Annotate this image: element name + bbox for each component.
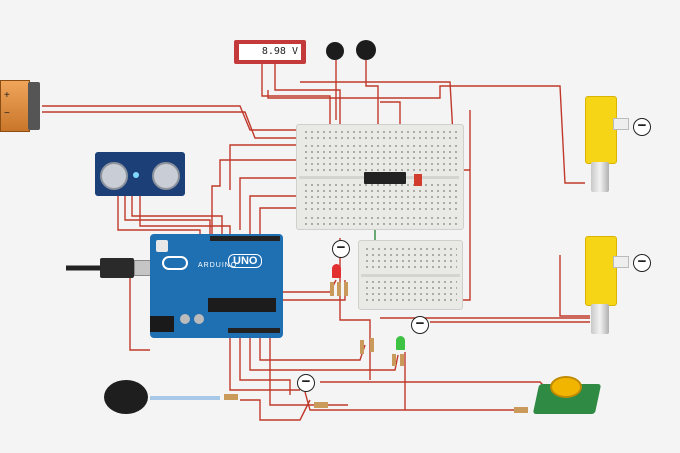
wire-bottom-2 <box>239 338 291 395</box>
force-sensor <box>104 380 148 414</box>
resistor-8 <box>224 394 238 400</box>
push-button-cap <box>550 376 582 398</box>
resistor-2 <box>337 282 341 296</box>
resistor-red <box>414 174 422 186</box>
wire-bottom-5 <box>269 338 348 406</box>
wire-bottom-3 <box>249 338 399 371</box>
wire-button-2 <box>304 391 520 411</box>
voltmeter-reading: 8.98 V <box>239 44 301 60</box>
wire-force-sensor <box>240 399 311 421</box>
battery-plus-label: + <box>4 90 10 101</box>
resistor-3 <box>344 282 348 296</box>
arduino-uno: ARDUINO UNO <box>150 234 283 338</box>
ic-chip <box>364 172 406 184</box>
led-green <box>396 336 405 350</box>
ultrasonic-sensor <box>95 152 185 196</box>
dc-motor-bottom <box>585 236 629 336</box>
wire-led-red-2 <box>283 280 346 301</box>
ground-icon-3: − <box>297 374 315 392</box>
arduino-model: UNO <box>228 254 263 268</box>
dc-motor-top <box>585 96 629 194</box>
wire-ultra-1 <box>124 196 211 236</box>
wire-button-1 <box>320 381 551 393</box>
wire-battery-minus <box>42 111 298 139</box>
wire-motor-bot-3 <box>559 255 590 317</box>
resistor-5 <box>400 354 404 366</box>
breadboard-main <box>296 124 464 230</box>
arduino-logo <box>162 256 188 270</box>
resistor-7 <box>370 338 374 352</box>
wire-bb-left-1 <box>229 144 298 190</box>
motor-bottom-terminal-icon: − <box>633 254 651 272</box>
battery-9v: + − <box>0 80 42 132</box>
wire-bottom-4 <box>259 338 366 361</box>
resistor-4 <box>392 354 396 366</box>
resistor-10 <box>514 407 528 413</box>
wire-meter-2 <box>274 64 341 125</box>
breadboard-small <box>358 240 463 310</box>
motor-top-terminal-icon: − <box>633 118 651 136</box>
wire-motor-top-1 <box>267 85 585 184</box>
wire-bb-left-4 <box>249 195 298 238</box>
wire-buzzer-2 <box>365 56 379 150</box>
buzzer-2 <box>356 40 376 60</box>
wire-bb-left-5 <box>259 207 298 238</box>
wire-usb-loop <box>129 270 150 351</box>
wire-bb-left-3 <box>239 177 298 230</box>
arduino-label: ARDUINO <box>198 262 238 269</box>
buzzer-1 <box>326 42 344 60</box>
wire-bb-left-2 <box>211 159 298 238</box>
wire-battery-plus <box>42 105 298 131</box>
resistor-6 <box>360 340 364 354</box>
wire-bottom-1 <box>229 338 300 391</box>
voltmeter: 8.98 V <box>234 40 306 64</box>
microcontroller-chip <box>208 298 276 312</box>
wire-ultra-3 <box>139 196 231 236</box>
ground-icon-1: − <box>332 240 350 258</box>
battery-minus-label: − <box>4 108 10 119</box>
led-red <box>332 264 341 278</box>
wire-meter-1 <box>261 64 331 125</box>
usb-plug <box>100 258 134 278</box>
wire-ultra-4 <box>117 196 201 236</box>
ground-icon-2: − <box>411 316 429 334</box>
resistor-9 <box>314 402 328 408</box>
wire-led-red <box>283 279 337 293</box>
resistor-1 <box>330 282 334 296</box>
